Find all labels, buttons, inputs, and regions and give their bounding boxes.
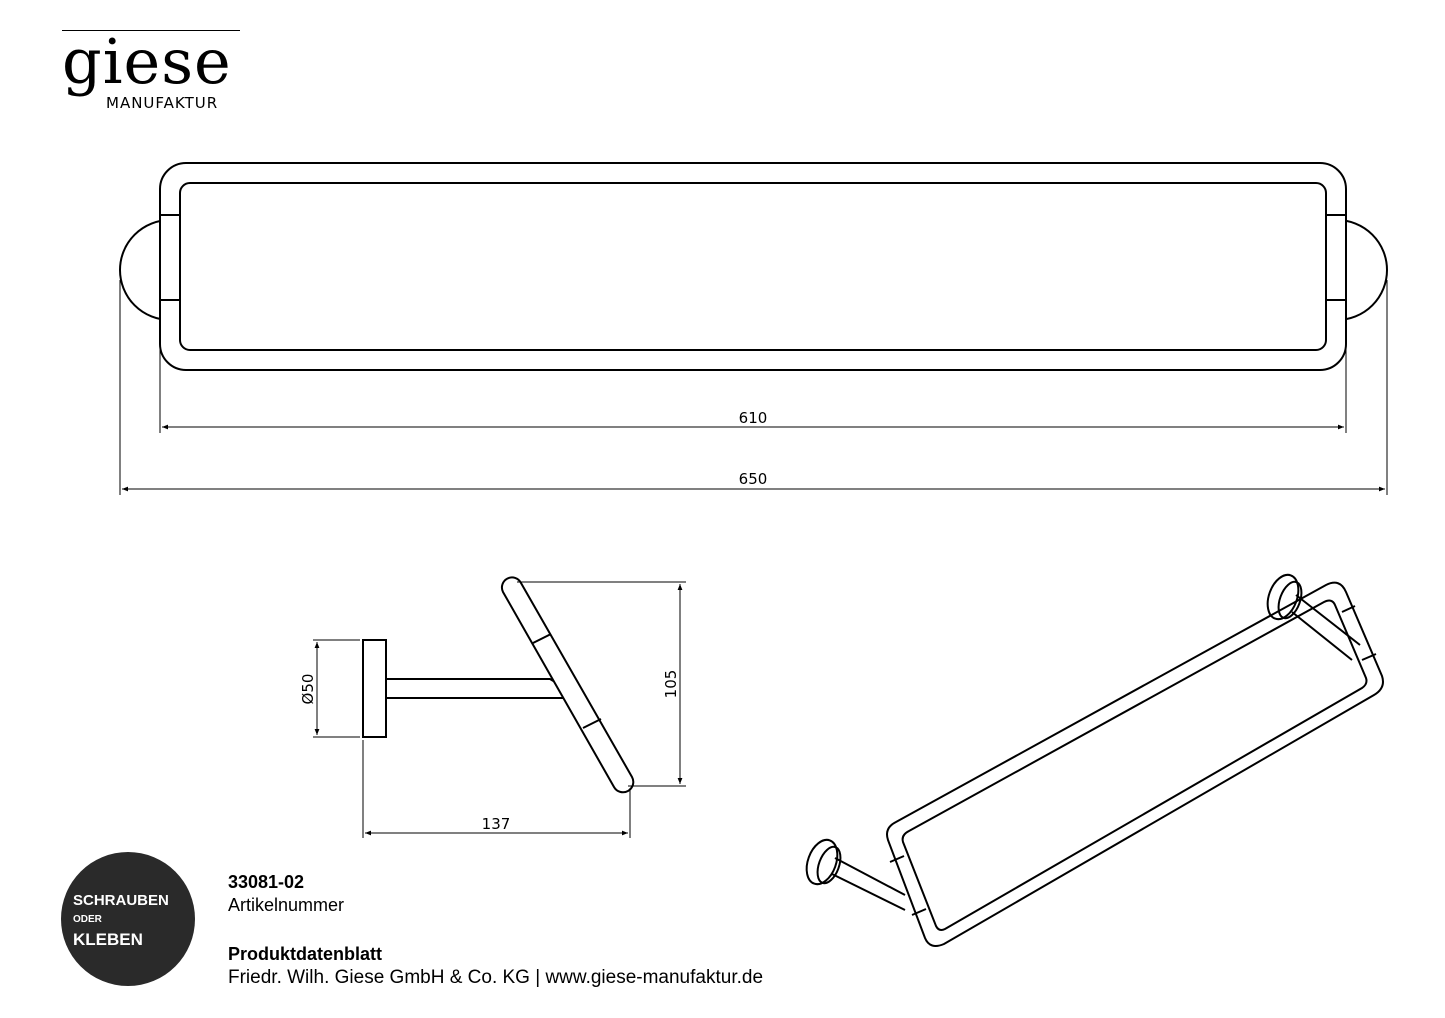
company-info: Friedr. Wilh. Giese GmbH & Co. KG | www.… [228,967,764,988]
sheet-title: Produktdatenblatt [228,944,383,964]
front-view: 610 650 [119,162,1388,495]
bar-inner [179,182,1327,351]
badge-line-2: ODER [73,914,102,925]
side-bar [500,576,635,794]
logo-wordmark: giese [62,30,240,93]
side-rosette [362,639,387,738]
perspective-bar-inner [901,599,1368,931]
badge-line-1: SCHRAUBEN [73,892,169,909]
logo-subtitle: MANUFAKTUR [106,94,219,112]
dimension-diameter-label: Ø50 [299,674,317,705]
badge-line-3: KLEBEN [73,930,143,949]
perspective-bar-outer [886,581,1384,947]
article-number-label: Artikelnummer [228,895,345,915]
mounting-badge: SCHRAUBEN ODER KLEBEN [61,852,195,986]
perspective-view [805,573,1384,947]
dimension-650-label: 650 [739,470,768,488]
side-view: Ø50 105 137 [299,576,686,838]
side-arm [386,678,567,699]
dimension-137-label: 137 [482,815,511,833]
dimension-610-label: 610 [739,409,768,427]
brand-logo: giese MANUFAKTUR [62,30,240,112]
dimension-105-label: 105 [662,670,680,699]
article-number: 33081-02 [228,872,305,892]
